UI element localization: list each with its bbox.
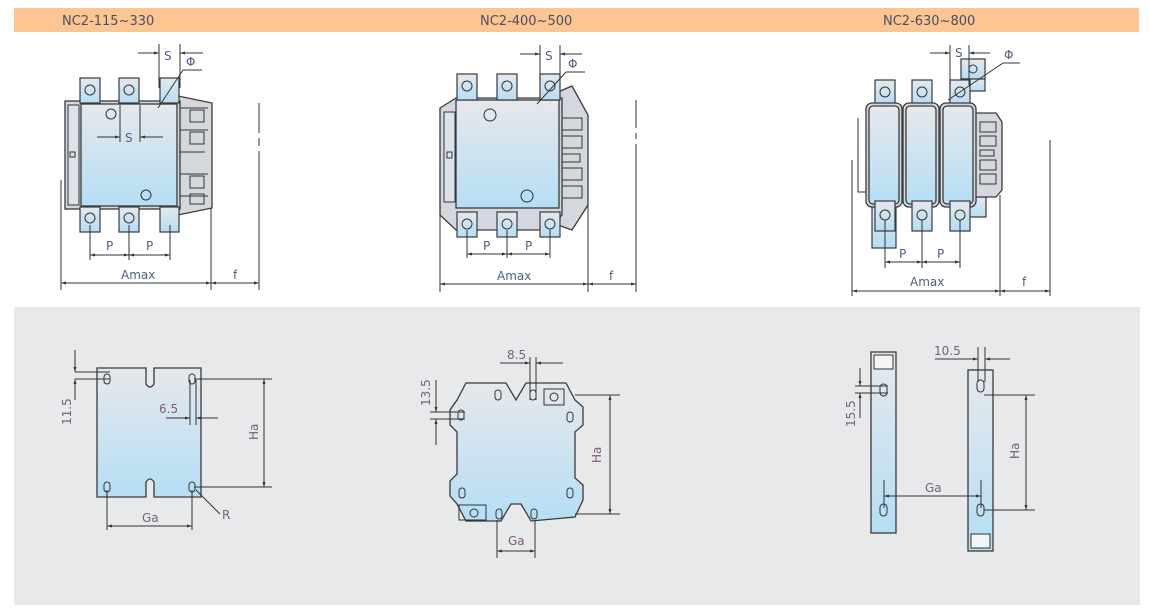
top-drawing-nc2-115-330: S Φ S P P Amax f: [60, 44, 260, 290]
dim-f: f: [1022, 275, 1027, 289]
dim-15-5: 15.5: [844, 400, 858, 427]
mounting-panel: [14, 307, 1140, 605]
dim-ha: Ha: [247, 424, 261, 440]
dim-p1: P: [483, 239, 490, 253]
dim-p1: P: [106, 239, 113, 253]
dim-amax: Amax: [497, 269, 531, 283]
dim-p2: P: [937, 247, 944, 261]
dim-s-inner: S: [125, 131, 133, 145]
dim-s-top: S: [164, 49, 172, 63]
dim-amax: Amax: [121, 268, 155, 282]
dim-s-top: S: [955, 46, 963, 60]
dim-ga: Ga: [142, 511, 159, 525]
model-label-3: NC2-630~800: [883, 14, 975, 29]
dim-10-5: 10.5: [934, 344, 961, 358]
dim-8-5: 8.5: [507, 348, 526, 362]
dim-6-5: 6.5: [159, 402, 178, 416]
pole-columns: [865, 79, 977, 232]
dim-p1: P: [899, 247, 906, 261]
mounting-drawing-1: 11.5 6.5 Ha Ga R: [60, 350, 272, 530]
mounting-drawing-2: 8.5 13.5 Ha Ga: [419, 348, 620, 558]
mounting-drawing-3: 10.5 15.5 Ga Ha: [844, 344, 1035, 552]
top-drawing-nc2-630-800: S Φ P P Amax f: [851, 45, 1051, 296]
dim-ha: Ha: [1008, 443, 1022, 459]
dim-phi: Φ: [1004, 48, 1013, 62]
dim-f: f: [233, 268, 238, 282]
dim-r: R: [222, 508, 230, 522]
dim-11-5: 11.5: [60, 398, 74, 425]
dim-ga: Ga: [508, 534, 525, 548]
dim-ga: Ga: [925, 481, 942, 495]
model-label-2: NC2-400~500: [480, 14, 572, 29]
dim-ha: Ha: [590, 447, 604, 463]
model-label-1: NC2-115~330: [62, 14, 154, 29]
header-bar: [14, 8, 1139, 32]
top-drawing-nc2-400-500: S Φ P P Amax f: [439, 45, 637, 292]
dim-f: f: [609, 269, 614, 283]
dim-13-5: 13.5: [419, 379, 433, 406]
dim-p2: P: [146, 239, 153, 253]
dim-phi: Φ: [186, 55, 195, 69]
dim-amax: Amax: [910, 275, 944, 289]
dim-p2: P: [525, 239, 532, 253]
dim-s-top: S: [545, 49, 553, 63]
dim-phi: Φ: [568, 57, 577, 71]
